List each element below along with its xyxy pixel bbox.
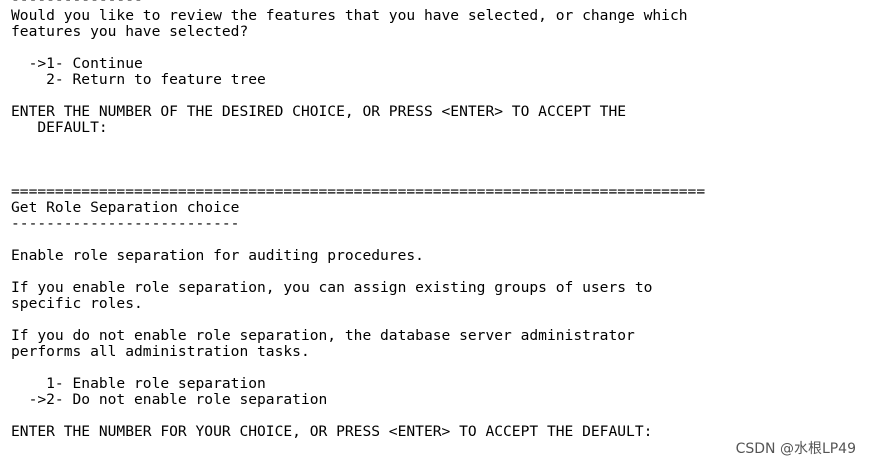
top-underline: --------------- [11, 0, 870, 8]
prompt-desired-choice-line-1: ENTER THE NUMBER OF THE DESIRED CHOICE, … [11, 103, 627, 120]
blank-line [11, 152, 870, 168]
option-return-feature-tree: 2- Return to feature tree [11, 71, 266, 88]
blank-line [11, 312, 870, 328]
blank-line [11, 136, 870, 152]
option-do-not-enable-role-separation: ->2- Do not enable role separation [11, 391, 328, 408]
role-separation-description: Enable role separation for auditing proc… [11, 247, 424, 264]
section-title: Get Role Separation choice [11, 199, 240, 216]
prompt-your-choice: ENTER THE NUMBER FOR YOUR CHOICE, OR PRE… [11, 423, 653, 440]
blank-line [11, 88, 870, 104]
section-separator: ========================================… [11, 183, 706, 200]
section-title-underline: -------------------------- [11, 215, 240, 232]
blank-line [11, 168, 870, 184]
blank-line [11, 40, 870, 56]
review-question-line-1: Would you like to review the features th… [11, 7, 688, 24]
disable-info-line-1: If you do not enable role separation, th… [11, 327, 635, 344]
review-question-line-2: features you have selected? [11, 23, 249, 40]
option-enable-role-separation: 1- Enable role separation [11, 375, 266, 392]
disable-info-line-2: performs all administration tasks. [11, 343, 310, 360]
prompt-desired-choice-line-2: DEFAULT: [11, 119, 108, 136]
blank-line [11, 408, 870, 424]
enable-info-line-1: If you enable role separation, you can a… [11, 279, 653, 296]
blank-line [11, 264, 870, 280]
option-continue: ->1- Continue [11, 55, 143, 72]
enable-info-line-2: specific roles. [11, 295, 143, 312]
blank-line [11, 360, 870, 376]
blank-line [11, 232, 870, 248]
csdn-watermark: CSDN @水根LP49 [735, 441, 856, 457]
